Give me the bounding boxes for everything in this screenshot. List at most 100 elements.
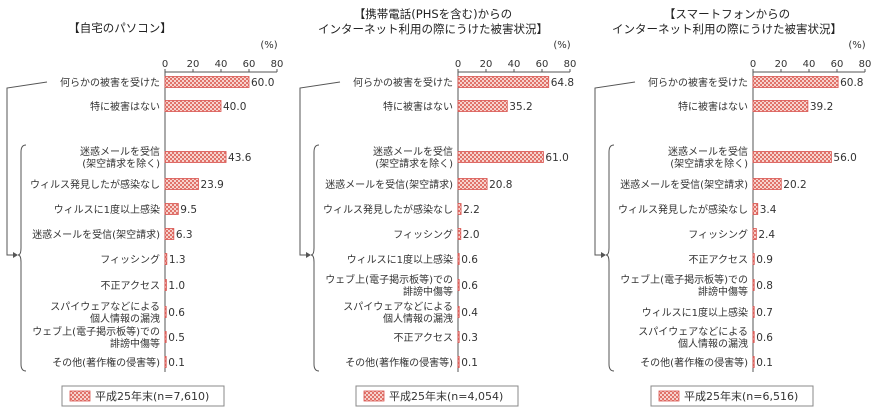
chart-title-line: 【スマートフォンからの <box>664 7 790 21</box>
category-label: フィッシング <box>393 228 453 241</box>
data-label: 0.9 <box>756 254 773 266</box>
category-label: 迷惑メールを受信(架空請求) <box>32 228 160 241</box>
data-label: 56.0 <box>833 152 856 164</box>
data-label: 39.2 <box>810 101 833 113</box>
category-label: ウェブ上(電子掲示板等)での <box>32 325 160 338</box>
category-label: スパイウェアなどによる <box>343 301 453 313</box>
bar <box>752 253 755 265</box>
bar <box>164 306 167 318</box>
data-label: 60.8 <box>840 77 863 89</box>
category-label: 特に被害はない <box>383 100 453 113</box>
bar <box>164 331 167 343</box>
x-tick-label: 20 <box>775 59 788 70</box>
category-label: 特に被害はない <box>678 100 748 113</box>
bar <box>752 279 755 291</box>
x-tick-label: 40 <box>215 59 228 70</box>
bar <box>457 151 544 163</box>
category-label: 不正アクセス <box>689 254 749 266</box>
category-label: (架空請求を除く) <box>670 157 748 170</box>
bar <box>457 76 550 88</box>
chart-title-line: 【自宅のパソコン】 <box>68 21 172 35</box>
bar <box>164 228 175 240</box>
legend-label: 平成25年末(n=7,610) <box>95 389 209 403</box>
group-bracket-inner <box>17 144 27 372</box>
chart-panel-2: 【携帯電話(PHSを含む)からのインターネット利用の際にうけた被害状況】(%)0… <box>299 7 577 407</box>
legend-swatch <box>658 390 680 402</box>
bar <box>457 253 460 265</box>
data-label: 43.6 <box>228 152 252 164</box>
legend-box <box>650 385 814 407</box>
bar <box>164 253 168 265</box>
category-label: ウィルス発見したが感染なし <box>30 178 160 191</box>
data-label: 0.6 <box>461 254 478 266</box>
data-label: 0.1 <box>461 357 478 369</box>
bar <box>752 356 755 368</box>
bar <box>457 100 508 112</box>
x-axis-unit: (%) <box>553 40 570 51</box>
x-tick-label: 80 <box>271 59 284 70</box>
data-label: 2.4 <box>758 229 775 241</box>
legend-swatch <box>69 390 91 402</box>
category-label: 何らかの被害を受けた <box>353 76 453 89</box>
group-bracket-outer <box>594 81 636 256</box>
data-label: 6.3 <box>176 229 193 241</box>
data-label: 20.2 <box>783 179 806 191</box>
bar <box>457 279 460 291</box>
bar <box>457 178 488 190</box>
data-label: 0.4 <box>461 307 478 319</box>
x-tick-label: 80 <box>859 59 872 70</box>
category-label: (架空請求を除く) <box>375 157 453 170</box>
bar <box>752 331 755 343</box>
x-tick-label: 20 <box>187 59 200 70</box>
category-label: 何らかの被害を受けた <box>60 76 160 89</box>
x-tick-label: 80 <box>564 59 577 70</box>
category-label: スパイウェアなどによる <box>638 326 748 338</box>
category-label: フィッシング <box>100 253 160 266</box>
data-label: 0.6 <box>168 307 185 319</box>
data-label: 60.0 <box>251 77 274 89</box>
bar <box>457 228 462 240</box>
bar <box>752 306 755 318</box>
chart-title-line: 【携帯電話(PHSを含む)からの <box>354 7 512 21</box>
bracket-arrow-icon <box>306 252 311 258</box>
data-label: 64.8 <box>551 77 574 89</box>
data-label: 0.5 <box>168 332 185 344</box>
legend-label: 平成25年末(n=6,516) <box>684 389 798 403</box>
charts-root: 【自宅のパソコン】 (%) 0 20 40 60 80 何らかの被害を受けた 60.0 特に被害は… <box>6 7 872 407</box>
bracket-arrow-icon <box>13 252 18 258</box>
bar <box>164 178 199 190</box>
bracket-arrow-icon <box>601 252 606 258</box>
category-label: その他(著作権の侵害等) <box>345 356 453 369</box>
x-tick-label: 60 <box>243 59 256 70</box>
legend-box <box>355 385 519 407</box>
category-label: 個人情報の漏洩 <box>383 312 453 325</box>
bar <box>457 356 460 368</box>
legend-label: 平成25年末(n=4,054) <box>389 389 503 403</box>
category-label: 迷惑メールを受信 <box>373 145 453 158</box>
category-label: 個人情報の漏洩 <box>678 337 748 350</box>
category-label: 個人情報の漏洩 <box>90 312 160 325</box>
data-label: 35.2 <box>509 101 532 113</box>
data-label: 0.7 <box>756 307 773 319</box>
category-label: ウィルスに1度以上感染 <box>347 253 453 266</box>
data-label: 0.1 <box>168 357 185 369</box>
category-label: 何らかの被害を受けた <box>648 76 748 89</box>
category-label: その他(著作権の侵害等) <box>640 356 748 369</box>
x-tick-label: 60 <box>536 59 549 70</box>
data-label: 3.4 <box>760 204 777 216</box>
bar <box>752 203 759 215</box>
data-label: 0.6 <box>756 332 773 344</box>
bar <box>164 100 222 112</box>
category-label: ウィルス発見したが感染なし <box>323 203 453 216</box>
bar <box>752 76 839 88</box>
x-tick-label: 0 <box>750 59 756 70</box>
category-label: ウィルス発見したが感染なし <box>618 203 748 216</box>
bar <box>457 306 460 318</box>
x-tick-label: 60 <box>831 59 844 70</box>
bar <box>752 151 832 163</box>
group-bracket-inner <box>605 144 615 372</box>
data-label: 1.0 <box>168 280 185 292</box>
data-label: 2.0 <box>463 229 480 241</box>
